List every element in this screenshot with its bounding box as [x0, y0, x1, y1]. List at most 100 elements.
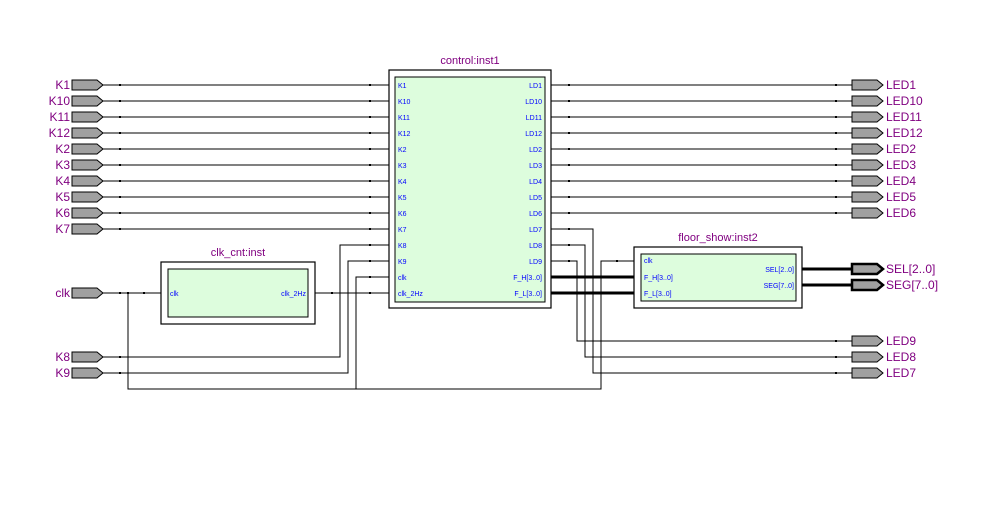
input-pin-k12[interactable]: K12 [49, 126, 104, 140]
input-pin-body [71, 111, 104, 123]
input-pin-body [71, 287, 104, 299]
junction-dot [568, 196, 570, 198]
input-pin-body [71, 223, 104, 235]
junction-dot [369, 228, 371, 230]
output-pin-led8[interactable]: LED8 [851, 350, 916, 364]
junction-dot [568, 100, 570, 102]
junction-dot [369, 100, 371, 102]
junction-dot [119, 100, 121, 102]
input-pin-k2[interactable]: K2 [55, 142, 104, 156]
output-pin-led3[interactable]: LED3 [851, 158, 916, 172]
wire [104, 260, 383, 374]
output-pin-led7[interactable]: LED7 [851, 366, 916, 380]
output-pin-label: LED12 [886, 126, 923, 140]
input-pin-k1[interactable]: K1 [55, 78, 104, 92]
output-pin-led5[interactable]: LED5 [851, 190, 916, 204]
port-label-ld5: LD5 [529, 195, 542, 202]
junction-dot [119, 180, 121, 182]
output-pin-led1[interactable]: LED1 [851, 78, 916, 92]
port-label-k1: K1 [398, 83, 407, 90]
output-pin-label: LED7 [886, 366, 916, 380]
junction-dot [835, 372, 837, 374]
input-pin-k6[interactable]: K6 [55, 206, 104, 220]
block-instance-label: clk_cnt:inst [211, 247, 265, 259]
junction-dot [568, 244, 570, 246]
output-pin-body [851, 207, 884, 219]
junction-dot [568, 132, 570, 134]
port-label-k7: K7 [398, 227, 407, 234]
output-pin-led2[interactable]: LED2 [851, 142, 916, 156]
junction-dot [835, 196, 837, 198]
input-pin-body [71, 367, 104, 379]
output-pin-led12[interactable]: LED12 [851, 126, 923, 140]
port-label-clk-2hz: clk_2Hz [281, 291, 306, 298]
junction-dot [568, 164, 570, 166]
block-instance-label: floor_show:inst2 [678, 232, 758, 244]
input-pin-label: K12 [49, 126, 71, 140]
input-pin-k10[interactable]: K10 [49, 94, 104, 108]
input-pin-body [71, 175, 104, 187]
port-label-k9: K9 [398, 259, 407, 266]
port-label-clk: clk [170, 291, 179, 298]
junction-dot [119, 116, 121, 118]
output-pin-body [851, 175, 884, 187]
input-pin-body [71, 159, 104, 171]
port-label-ld10: LD10 [525, 99, 542, 106]
port-label-k10: K10 [398, 99, 411, 106]
output-pin-led4[interactable]: LED4 [851, 174, 916, 188]
junction-dot [119, 84, 121, 86]
output-pin-label: LED9 [886, 334, 916, 348]
input-pin-k11[interactable]: K11 [50, 110, 104, 124]
output-pin-body [851, 191, 884, 203]
wire [355, 276, 383, 389]
junction-dot [369, 180, 371, 182]
input-pin-body [71, 191, 104, 203]
port-label-ld8: LD8 [529, 243, 542, 250]
junction-dot [119, 212, 121, 214]
junction-dot [369, 244, 371, 246]
junction-dot [568, 84, 570, 86]
input-pin-k4[interactable]: K4 [55, 174, 104, 188]
input-pin-body [71, 127, 104, 139]
input-pin-k9[interactable]: K9 [55, 366, 104, 380]
output-pin-led10[interactable]: LED10 [851, 94, 923, 108]
input-pin-k3[interactable]: K3 [55, 158, 104, 172]
port-label-ld4: LD4 [529, 179, 542, 186]
output-pin-led6[interactable]: LED6 [851, 206, 916, 220]
input-pin-k8[interactable]: K8 [55, 350, 104, 364]
junction-dot [369, 196, 371, 198]
junction-dot [835, 212, 837, 214]
wires [104, 84, 852, 390]
output-pin-seg-7-0-[interactable]: SEG[7..0] [850, 278, 938, 292]
input-pin-clk[interactable]: clk [55, 286, 104, 300]
input-pin-label: K11 [50, 110, 71, 124]
input-pin-label: K9 [55, 366, 70, 380]
block-floor-show[interactable]: floor_show:inst2clkF_H[3..0]F_L[3..0]SEL… [633, 232, 803, 309]
port-label-ld12: LD12 [525, 131, 542, 138]
wire [104, 244, 383, 358]
junction-dot [369, 260, 371, 262]
junction-dot [369, 148, 371, 150]
port-label-clk-2hz: clk_2Hz [398, 291, 423, 298]
junction-dot [568, 276, 570, 278]
port-label-ld6: LD6 [529, 211, 542, 218]
input-pin-k7[interactable]: K7 [55, 222, 104, 236]
wire [557, 228, 852, 374]
output-pin-led9[interactable]: LED9 [851, 334, 916, 348]
output-pin-led11[interactable]: LED11 [851, 110, 922, 124]
junction-dot [369, 212, 371, 214]
output-pin-sel-2-0-[interactable]: SEL[2..0] [850, 262, 935, 276]
junction-dot [835, 132, 837, 134]
junction-dot [119, 196, 121, 198]
junction-dot [568, 292, 570, 294]
port-label-k3: K3 [398, 163, 407, 170]
pins: K1K10K11K12K2K3K4K5K6K7clkK8K9LED1LED10L… [49, 78, 938, 380]
input-pin-k5[interactable]: K5 [55, 190, 104, 204]
block-control[interactable]: control:inst1K1K10K11K12K2K3K4K5K6K7K8K9… [383, 55, 557, 309]
wire [127, 260, 634, 390]
port-label-sel: SEL[2..0] [765, 267, 794, 274]
input-pin-label: K4 [55, 174, 70, 188]
junction-dot [835, 356, 837, 358]
